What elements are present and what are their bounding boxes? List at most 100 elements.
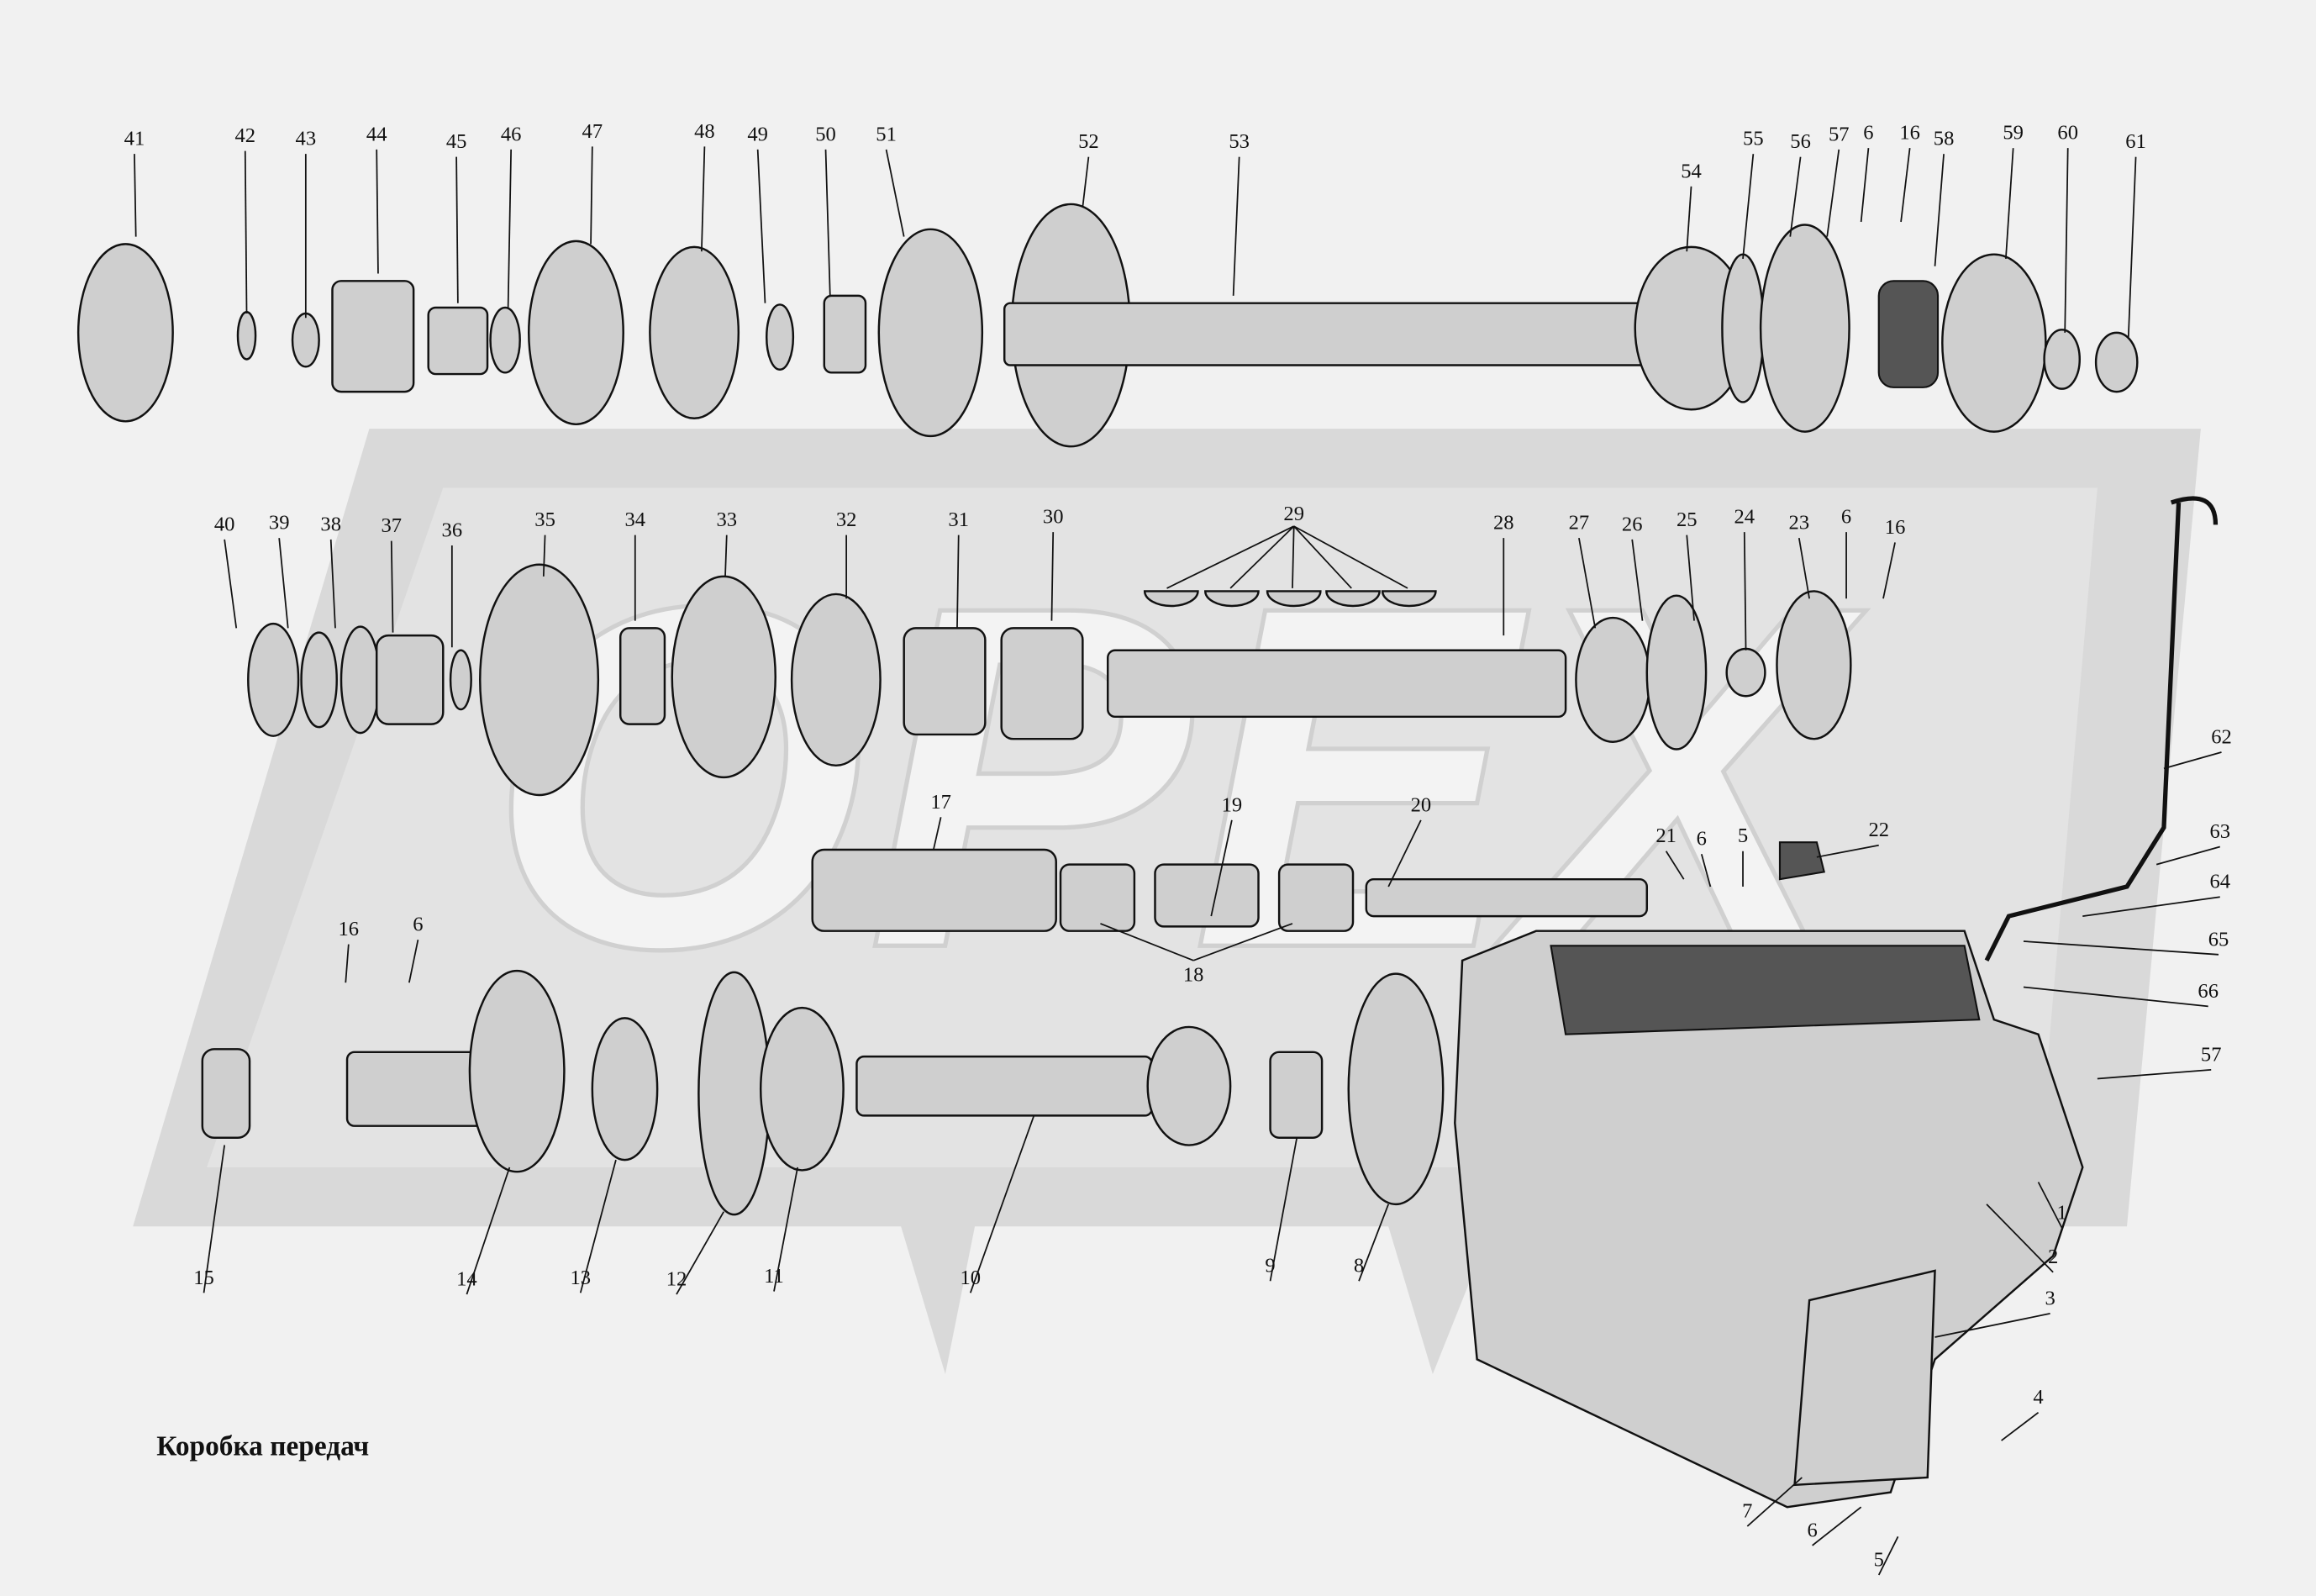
gear-33 — [671, 575, 776, 779]
leader-line — [134, 154, 137, 237]
callout-55: 55 — [1743, 128, 1764, 150]
leader-line — [2005, 148, 2014, 260]
callout-9: 9 — [1265, 1255, 1275, 1277]
callout-64: 64 — [2209, 871, 2230, 893]
callout-16: 16 — [1885, 516, 1906, 539]
gear-35 — [479, 563, 600, 797]
callout-6: 6 — [1841, 506, 1851, 529]
callout-6: 6 — [1807, 1519, 1817, 1541]
leader-line — [224, 539, 238, 629]
callout-20: 20 — [1411, 793, 1432, 816]
snap-ring-36 — [449, 649, 472, 711]
seal-58 — [1877, 280, 1940, 388]
leader-line — [2023, 940, 2219, 956]
leader-line — [1229, 525, 1295, 589]
leader-line — [1700, 854, 1712, 888]
leader-line — [244, 150, 248, 313]
leader-line — [1358, 1204, 1390, 1282]
callout-62: 62 — [2211, 725, 2232, 748]
callout-43: 43 — [296, 128, 317, 150]
leader-line — [2082, 896, 2220, 917]
callout-38: 38 — [320, 513, 341, 535]
callout-46: 46 — [501, 123, 522, 145]
leader-line — [1100, 923, 1194, 961]
callout-29: 29 — [1283, 503, 1304, 525]
bushing-34 — [618, 627, 666, 725]
gear-block-17 — [811, 848, 1057, 932]
callout-35: 35 — [534, 508, 555, 531]
main-shaft-53 — [1003, 302, 1671, 366]
housing-57 — [1759, 224, 1850, 433]
bearing-11 — [759, 1006, 845, 1172]
leader-line — [1293, 525, 1408, 589]
callout-14: 14 — [456, 1268, 477, 1291]
nut-13 — [591, 1017, 659, 1161]
callout-47: 47 — [582, 120, 603, 143]
callout-17: 17 — [930, 791, 951, 814]
gear-44 — [331, 280, 415, 393]
ring-39 — [300, 631, 338, 729]
cover-plate-7 — [1793, 1269, 1936, 1487]
input-gear-10 — [1146, 1025, 1232, 1146]
leader-line — [1686, 186, 1692, 252]
leader-line — [466, 1167, 511, 1295]
parts — [76, 203, 2219, 1509]
callout-1: 1 — [2057, 1201, 2067, 1224]
leader-line — [1746, 1477, 1803, 1527]
leader-line — [824, 149, 831, 296]
leader-line — [2097, 1069, 2212, 1080]
callout-18: 18 — [1183, 963, 1204, 986]
callout-6: 6 — [1697, 828, 1707, 851]
leader-line — [1826, 149, 1840, 237]
callout-10: 10 — [960, 1267, 981, 1289]
leader-line — [676, 1211, 725, 1295]
leader-line — [455, 156, 459, 303]
gasket-25 — [1645, 594, 1708, 751]
leader-line — [1050, 532, 1055, 621]
callout-59: 59 — [2003, 122, 2024, 145]
leader-line — [885, 149, 905, 237]
nut-24 — [1725, 647, 1766, 698]
callout-31: 31 — [948, 508, 969, 531]
callout-25: 25 — [1676, 508, 1698, 531]
leader-line — [376, 149, 379, 274]
leader-line — [408, 940, 419, 983]
callout-65: 65 — [2208, 928, 2229, 951]
callout-15: 15 — [193, 1267, 214, 1289]
callout-39: 39 — [269, 512, 290, 535]
callout-3: 3 — [2045, 1287, 2055, 1309]
leader-line — [1210, 819, 1233, 917]
nut-61 — [2094, 331, 2139, 393]
leader-line — [956, 535, 960, 629]
callout-33: 33 — [716, 508, 737, 531]
ring-40 — [247, 622, 300, 737]
leader-line — [507, 149, 513, 308]
gear-47 — [528, 240, 624, 426]
callout-52: 52 — [1078, 130, 1099, 153]
input-shaft-10 — [855, 1055, 1154, 1117]
keys-29 — [1143, 590, 1437, 608]
flange-14 — [468, 969, 566, 1173]
ring-46 — [489, 306, 521, 374]
leader-line — [1686, 535, 1695, 621]
leader-line — [329, 539, 336, 629]
leader-line — [1082, 156, 1090, 208]
callout-12: 12 — [666, 1268, 687, 1291]
leader-line — [2163, 751, 2222, 770]
ring-49 — [765, 303, 795, 371]
callout-11: 11 — [764, 1265, 784, 1288]
washer-43 — [291, 312, 320, 368]
callout-27: 27 — [1569, 512, 1590, 535]
callout-42: 42 — [234, 124, 255, 147]
leader-line — [1934, 154, 1945, 266]
callout-19: 19 — [1222, 793, 1243, 816]
leader-line — [1877, 1535, 1899, 1576]
cover-23 — [1776, 590, 1852, 740]
hub-48 — [649, 245, 740, 420]
callout-58: 58 — [1934, 128, 1955, 150]
ring-55 — [1721, 253, 1765, 403]
callout-24: 24 — [1734, 506, 1755, 529]
callout-26: 26 — [1622, 513, 1643, 535]
